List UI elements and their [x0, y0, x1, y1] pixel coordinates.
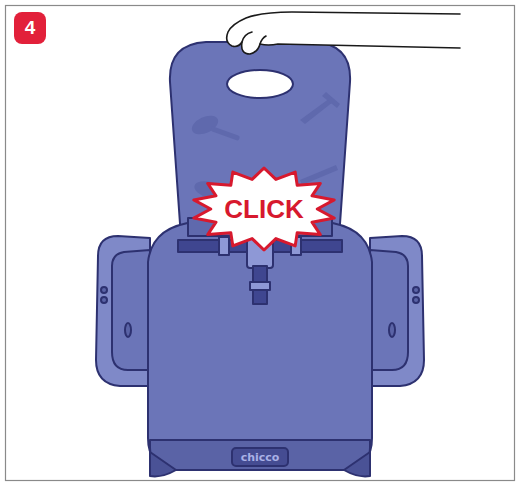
brand-logo: chicco — [241, 451, 280, 464]
click-text: CLICK — [224, 194, 303, 225]
step-badge: 4 — [14, 12, 46, 44]
click-starburst: CLICK — [190, 166, 338, 252]
step-number: 4 — [25, 17, 36, 39]
